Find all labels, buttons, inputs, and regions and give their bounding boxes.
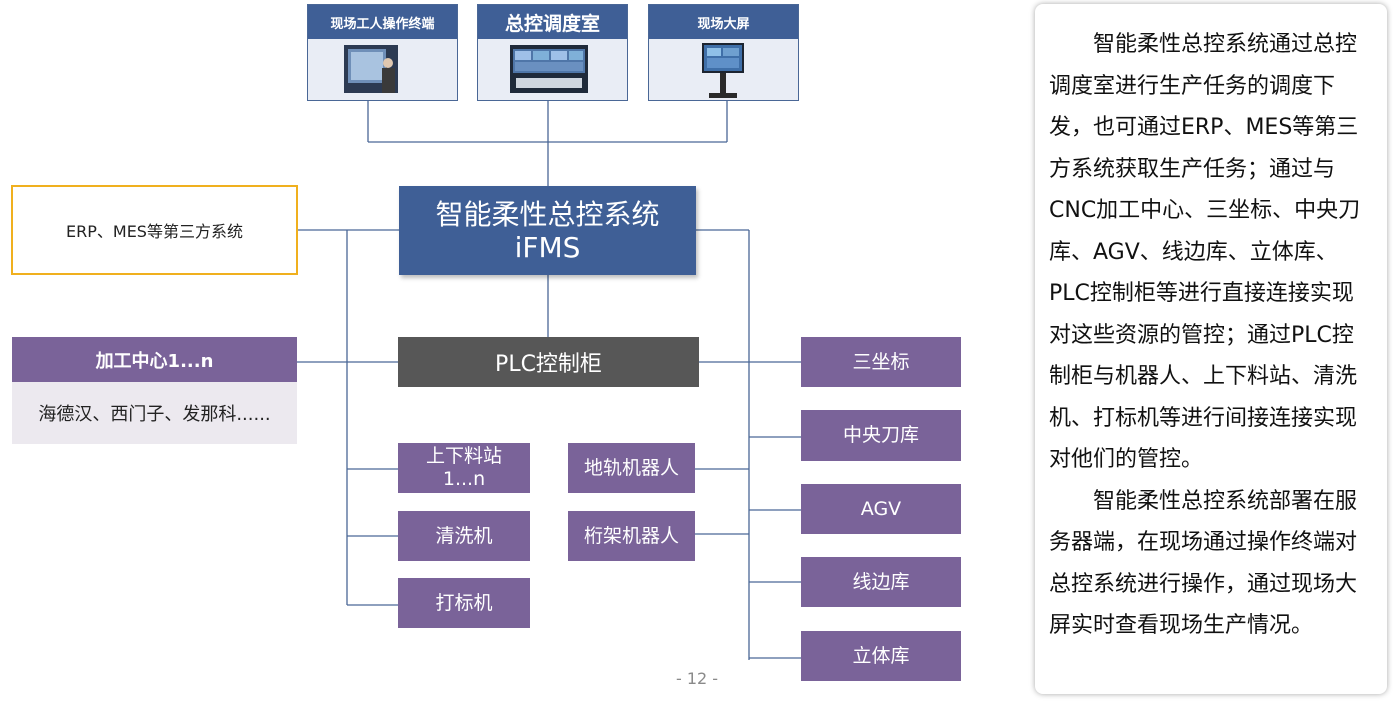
machining-center-brands: 海德汉、西门子、发那科...... <box>12 382 297 444</box>
terminal-label: 总控调度室 <box>478 5 627 39</box>
ifms-core-system: 智能柔性总控系统 iFMS <box>399 186 696 275</box>
core-title: 智能柔性总控系统 <box>435 197 660 231</box>
device-washer: 清洗机 <box>398 511 530 561</box>
core-subtitle: iFMS <box>514 230 581 264</box>
terminal-card-large-screen: 现场大屏 <box>648 4 799 101</box>
device-label: AGV <box>860 497 902 520</box>
plc-control-cabinet: PLC控制柜 <box>398 337 699 387</box>
plc-label: PLC控制柜 <box>495 352 602 377</box>
device-marking-machine: 打标机 <box>398 578 530 628</box>
machining-title: 加工中心1...n <box>95 350 214 372</box>
machining-brands: 海德汉、西门子、发那科...... <box>38 404 271 425</box>
device-label: 三坐标 <box>852 350 910 373</box>
device-label: 清洗机 <box>435 524 493 547</box>
device-cmm: 三坐标 <box>801 337 961 387</box>
control-room-screens-photo-icon <box>510 45 588 93</box>
device-label: 中央刀库 <box>842 424 919 446</box>
erp-label: ERP、MES等第三方系统 <box>66 222 243 241</box>
large-screen-display-photo-icon <box>699 41 747 101</box>
device-label: 桁架机器人 <box>583 524 679 547</box>
terminal-label: 现场工人操作终端 <box>308 5 457 39</box>
device-stereo-warehouse: 立体库 <box>801 631 961 681</box>
terminal-card-operator: 现场工人操作终端 <box>307 4 458 101</box>
operator-at-terminal-photo-icon <box>344 45 398 93</box>
device-line-side-store: 线边库 <box>801 557 961 607</box>
description-panel: 智能柔性总控系统通过总控调度室进行生产任务的调度下发，也可通过ERP、MES等第… <box>1035 4 1387 694</box>
device-label: 地轨机器人 <box>583 456 679 479</box>
terminal-label: 现场大屏 <box>649 5 798 39</box>
terminal-card-control-room: 总控调度室 <box>477 4 628 101</box>
device-label: 上下料站 1...n <box>425 445 502 490</box>
machining-center-header: 加工中心1...n <box>12 337 297 382</box>
description-paragraph-2: 智能柔性总控系统部署在服务器端，在现场通过操作终端对总控系统进行操作，通过现场大… <box>1049 488 1358 639</box>
device-label: 立体库 <box>852 644 910 667</box>
description-paragraph-1: 智能柔性总控系统通过总控调度室进行生产任务的调度下发，也可通过ERP、MES等第… <box>1049 32 1361 472</box>
erp-mes-third-party-box: ERP、MES等第三方系统 <box>11 185 298 275</box>
device-agv: AGV <box>801 484 961 534</box>
device-rail-robot: 地轨机器人 <box>568 443 695 493</box>
device-label: 打标机 <box>435 591 493 614</box>
device-loading-station: 上下料站 1...n <box>398 443 530 493</box>
page-number: - 12 - <box>675 669 719 688</box>
device-central-tool-magazine: 中央刀库 <box>801 410 961 461</box>
device-label: 线边库 <box>852 570 910 593</box>
device-gantry-robot: 桁架机器人 <box>568 511 695 561</box>
